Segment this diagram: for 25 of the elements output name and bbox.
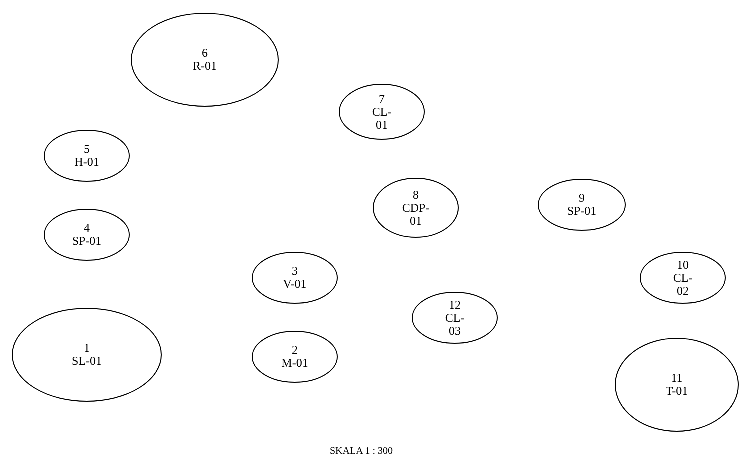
equipment-tag: V-01 [283,278,307,291]
equipment-tag: R-01 [193,60,217,73]
equipment-tag: CL-01 [367,106,397,132]
item-number: 10 [677,258,689,272]
scale-note: SKALA 1 : 300 [330,446,394,457]
equipment-tag: SP-01 [567,205,597,218]
equipment-tag: CL-03 [440,312,470,338]
item-number: 5 [84,143,90,156]
item-number: 9 [579,192,585,205]
item-number: 11 [671,372,683,385]
item-number: 2 [292,344,298,357]
equipment-tag: SL-01 [72,355,102,368]
equipment-tag: H-01 [74,156,100,169]
item-number: 7 [379,92,385,106]
item-number: 1 [84,342,90,355]
equipment-tag: SP-01 [72,235,102,248]
equipment-tag: CL-02 [668,272,698,298]
equipment-tag: M-01 [282,357,308,370]
item-number: 6 [202,47,208,60]
item-number: 3 [292,265,298,278]
item-number: 4 [84,222,90,235]
equipment-tag: CDP-01 [401,202,431,228]
equipment-tag: T-01 [666,385,688,398]
item-number: 8 [413,188,419,202]
item-number: 12 [449,298,461,312]
